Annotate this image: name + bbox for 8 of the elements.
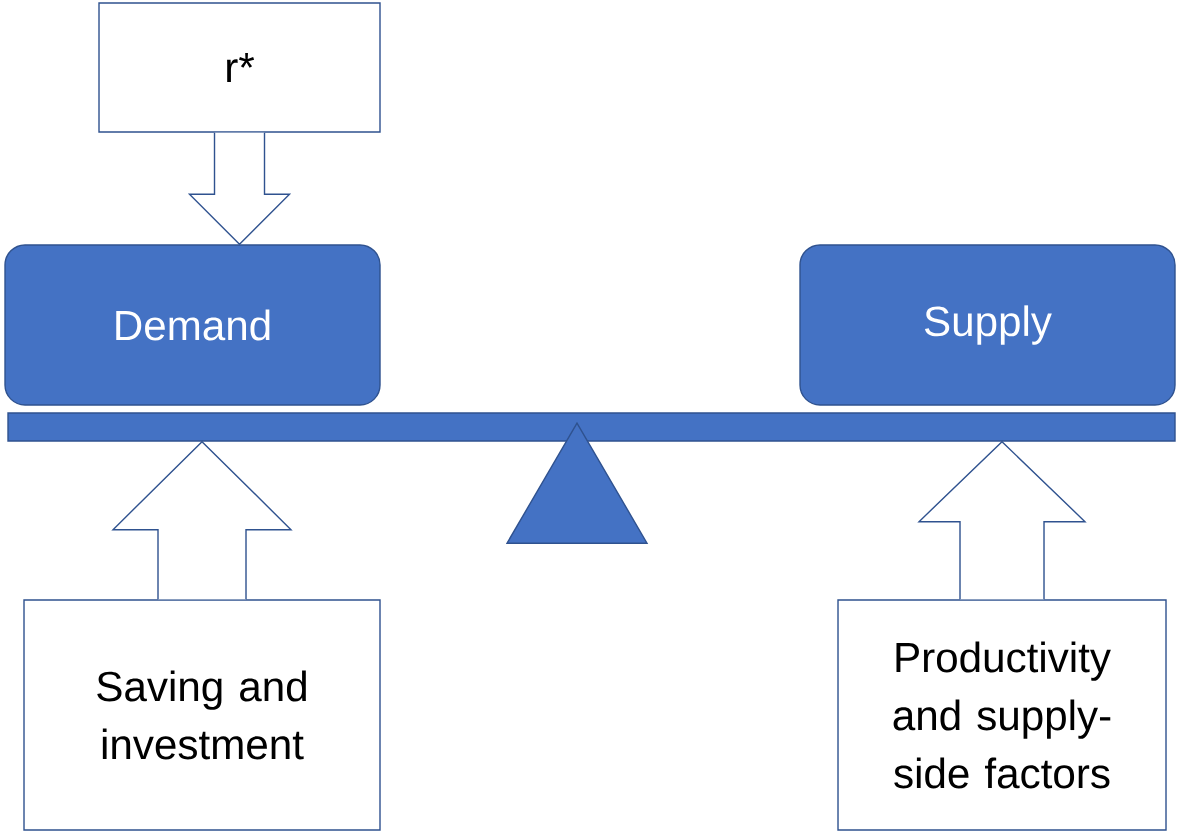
block-arrow [187,132,292,246]
block-arrow [917,440,1087,600]
rounded-box: Demand [4,244,381,406]
text-box: Productivity and supply-side factors [837,599,1167,831]
rounded-box: Supply [799,244,1176,406]
text-box: r* [98,2,381,133]
text-box: Saving and investment [23,599,381,831]
block-arrow [111,440,293,600]
